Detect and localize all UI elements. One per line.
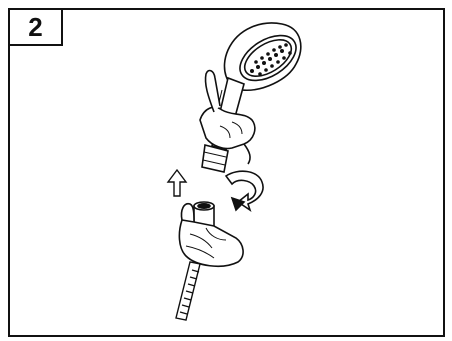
up-arrow-icon (168, 170, 186, 196)
flexible-hose (176, 262, 200, 320)
rotate-arrow-icon (226, 171, 263, 210)
